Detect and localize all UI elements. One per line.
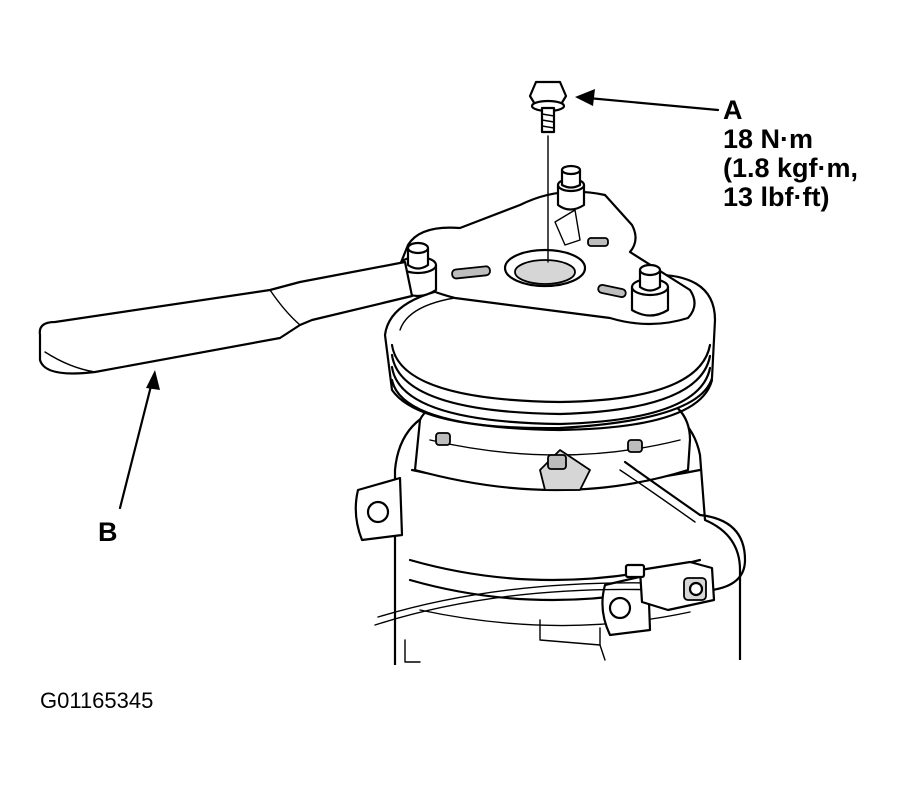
leader-arrow-a (575, 89, 720, 112)
leader-arrow-b (118, 370, 160, 510)
callout-a-letter: A (723, 95, 743, 125)
wire-harness (374, 460, 747, 626)
torque-nm: 18 N·m (723, 124, 814, 155)
torque-kgfm: (1.8 kgf·m, (723, 153, 859, 184)
figure-id: G01165345 (40, 688, 154, 713)
armature-plate (398, 190, 696, 326)
torque-lbfft: 13 lbf·ft) (723, 182, 830, 213)
callout-a-torque-spec: A 18 N·m (1.8 kgf·m, 13 lbf·ft) (723, 95, 859, 213)
clutch-holder-tool (38, 260, 414, 375)
center-bolt (528, 80, 568, 263)
callout-b-letter: B (98, 517, 118, 547)
